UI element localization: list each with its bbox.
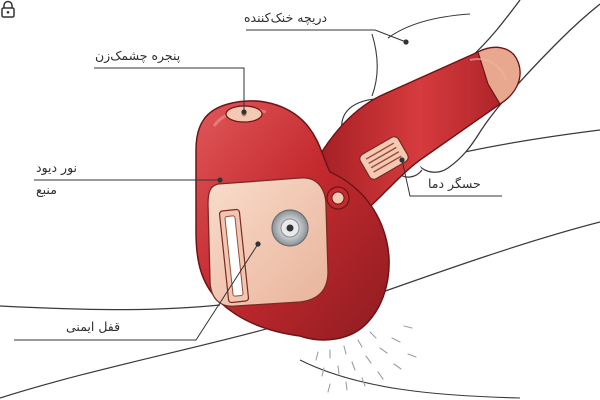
source-label: منبع: [36, 182, 57, 197]
light-emission: [315, 325, 417, 393]
temperature-sensor-leader: [401, 159, 502, 197]
safety-lock-leader: [14, 243, 259, 341]
temperature-sensor-grille: [359, 136, 409, 180]
cooling-vent-label: دریچه خنک‌کننده: [244, 10, 328, 25]
flash-window-label: پنجره چشمک‌زن: [95, 48, 181, 63]
cooling-vent-leader: [246, 29, 407, 43]
side-button: [326, 186, 350, 210]
lock-icon: [1, 0, 15, 18]
skin-outline-upper: [0, 304, 221, 311]
front-panel: [207, 177, 329, 307]
safety-lock-label: قفل ایمنی: [66, 319, 121, 334]
flash-window-leader: [94, 67, 245, 112]
temperature-sensor-label: حسگر دما: [428, 176, 481, 191]
diode-light-label: نور دیود: [36, 160, 78, 175]
skin-outline-back: [299, 359, 521, 399]
callout-lines: [14, 29, 502, 341]
